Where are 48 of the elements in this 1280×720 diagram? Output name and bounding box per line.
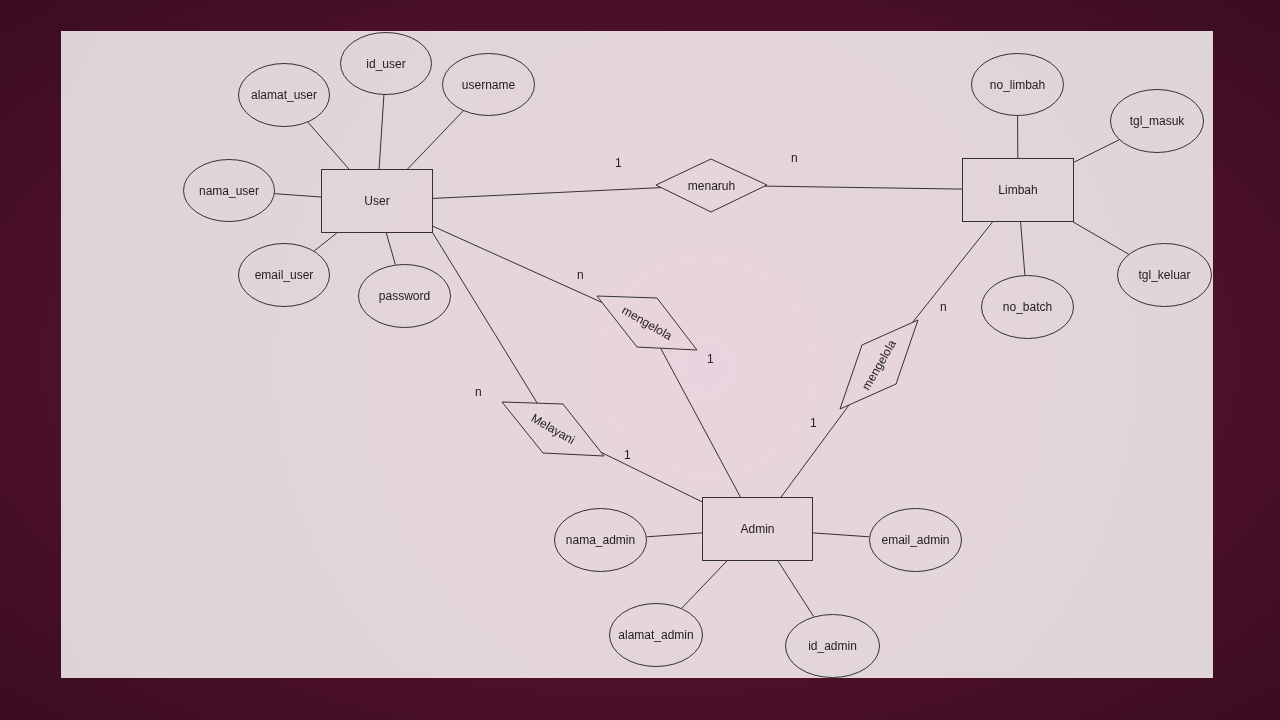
entity-name: Admin	[740, 522, 775, 536]
attribute-name: alamat_admin	[618, 628, 694, 642]
cardinality-label: n	[791, 151, 798, 165]
connector-line	[764, 185, 963, 190]
cardinality-label: n	[940, 300, 947, 314]
cardinality-label: 1	[810, 416, 817, 430]
connector-line	[660, 347, 741, 498]
connector-line	[1072, 221, 1129, 255]
attribute-name: tgl_keluar	[1138, 268, 1191, 282]
connector-line	[313, 232, 338, 252]
connector-line	[307, 121, 350, 170]
entity-name: User	[364, 194, 390, 208]
attribute-name: alamat_user	[251, 88, 317, 102]
relationship-name: menaruh	[687, 178, 736, 193]
attribute-name: no_limbah	[989, 77, 1046, 92]
attribute-name: id_user	[366, 56, 406, 71]
connector-line	[432, 225, 603, 303]
connector-line	[432, 187, 662, 199]
connector-line	[812, 532, 870, 538]
attribute-name: nama_user	[199, 183, 259, 198]
connector-line	[1017, 115, 1019, 159]
attribute-name: nama_admin	[565, 533, 636, 547]
attribute-name: email_user	[254, 268, 314, 282]
cardinality-label: 1	[624, 448, 631, 462]
connector-line	[378, 94, 385, 170]
attribute-name: id_admin	[808, 639, 857, 653]
cardinality-label: n	[475, 385, 482, 399]
connector-line	[600, 451, 703, 503]
attribute-name: username	[461, 77, 516, 92]
cardinality-label: n	[577, 268, 584, 282]
entity-name: Limbah	[998, 183, 1038, 197]
connector-line	[777, 560, 815, 618]
connector-line	[1020, 221, 1026, 276]
cardinality-label: 1	[707, 352, 714, 366]
attribute-name: password	[378, 289, 431, 303]
connector-line	[432, 232, 538, 404]
attribute-name: no_batch	[1002, 300, 1053, 314]
connector-line	[407, 110, 464, 170]
connector-line	[274, 193, 322, 198]
cardinality-label: 1	[615, 156, 622, 170]
connector-line	[1073, 139, 1120, 163]
connector-line	[646, 532, 703, 538]
attribute-name: tgl_masuk	[1129, 114, 1185, 128]
connector-line	[385, 232, 396, 266]
connector-line	[681, 560, 728, 609]
connector-line	[780, 404, 850, 498]
connector-line	[912, 221, 993, 323]
attribute-name: email_admin	[881, 533, 950, 547]
